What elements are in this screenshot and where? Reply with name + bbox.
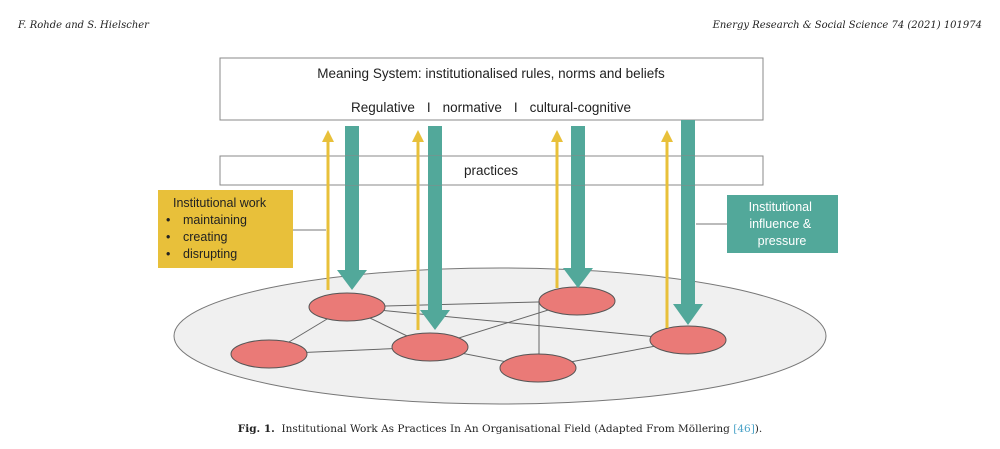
actor-node — [499, 353, 577, 383]
institutional-work-arrows — [322, 130, 673, 330]
caption-label: Fig. 1. — [237, 423, 275, 435]
actor-node — [649, 325, 727, 355]
figure-caption: Fig. 1. Institutional Work As Practices … — [237, 423, 763, 435]
institutional-work-text: Institutional work •maintaining •creatin… — [166, 196, 270, 261]
institutional-work-box — [158, 190, 293, 268]
meaning-system-title: Meaning System: institutionalised rules,… — [317, 66, 665, 81]
meaning-system-box — [219, 57, 764, 121]
institutional-influence-box — [727, 195, 838, 253]
actor-node — [308, 292, 386, 322]
actor-node — [538, 286, 616, 316]
running-header-journal: Energy Research & Social Science 74 (202… — [712, 20, 982, 31]
caption-text: Institutional Work As Practices In An Or… — [281, 423, 734, 435]
institutional-influence-text: Institutional influence & pressure — [749, 200, 816, 248]
actor-node — [230, 339, 308, 369]
running-header-authors: F. Rohde and S. Hielscher — [18, 20, 149, 31]
practices-label: practices — [464, 163, 518, 178]
practices-box — [219, 155, 764, 186]
organisational-field — [173, 267, 827, 405]
actor-nodes — [230, 286, 727, 383]
actor-node — [391, 332, 469, 362]
citation-link[interactable]: [46] — [733, 423, 755, 435]
